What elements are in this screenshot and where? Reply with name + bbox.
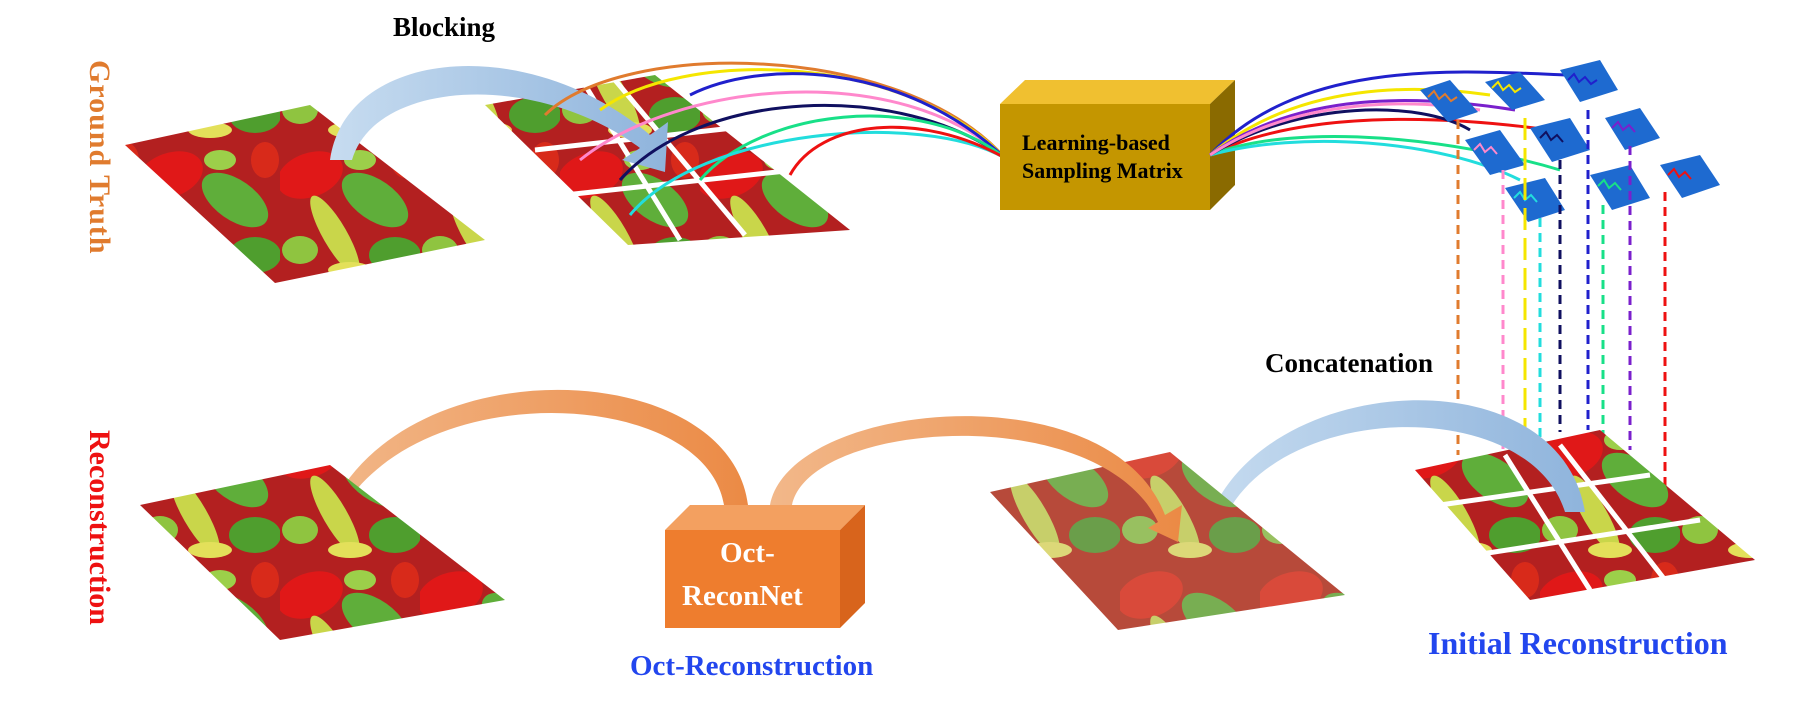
sampling-matrix-label-line1: Learning-based <box>1022 130 1170 155</box>
ground-truth-image <box>125 105 485 283</box>
initial-reconstruction-blocks <box>1415 430 1755 600</box>
oct-reconnet-box <box>665 505 865 628</box>
net-to-initial-arrow <box>770 416 1182 542</box>
oct-reconnet-label-line1: Oct- <box>720 537 775 569</box>
oct-reconnet-label-line2: ReconNet <box>682 580 803 612</box>
concatenation-arrow <box>1198 400 1585 530</box>
reconstruction-label: Reconstruction <box>83 430 116 625</box>
blocking-label: Blocking <box>393 12 496 42</box>
initial-reconstruction-image <box>990 452 1345 630</box>
sampling-matrix-box <box>1000 80 1235 210</box>
ground-truth-label: Ground Truth <box>83 60 116 255</box>
sampling-matrix-label-line2: Sampling Matrix <box>1022 158 1183 183</box>
oct-reconstruction-label: Oct-Reconstruction <box>630 650 874 682</box>
measurement-strips <box>1420 60 1720 222</box>
blocking-arrow <box>330 65 668 172</box>
net-to-output-arrow <box>318 389 748 528</box>
block-to-sampling-curves <box>543 61 1007 216</box>
final-reconstruction-image <box>140 465 505 640</box>
concatenation-label: Concatenation <box>1265 348 1433 378</box>
initial-reconstruction-label: Initial Reconstruction <box>1428 625 1728 661</box>
